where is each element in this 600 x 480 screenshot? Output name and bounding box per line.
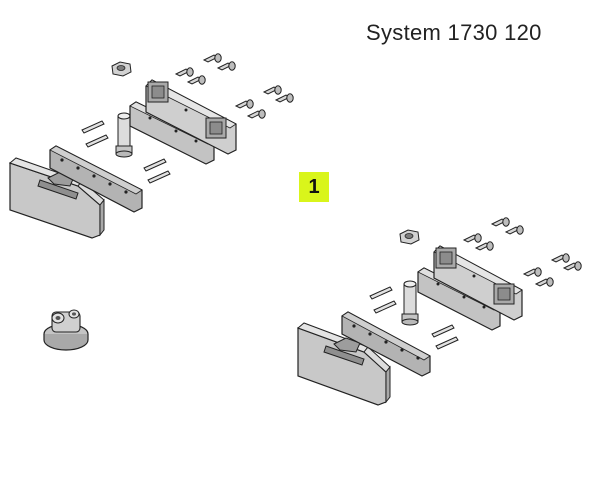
bolt-icon (401, 280, 419, 326)
mounting-plate-icon (49, 145, 143, 213)
system-title: System 1730 120 (366, 20, 542, 45)
bracket-icon (145, 79, 237, 155)
right-assembly (297, 217, 582, 406)
floor-socket-icon (43, 309, 89, 351)
nut-icon (399, 229, 420, 245)
bolt-icon (115, 112, 133, 158)
step-number-badge: 1 (299, 172, 329, 202)
mounting-plate-icon (341, 311, 431, 377)
nut-icon (111, 61, 132, 77)
bracket-icon (433, 245, 523, 321)
pivot-housing-icon (297, 322, 391, 406)
left-assembly (8, 53, 294, 351)
